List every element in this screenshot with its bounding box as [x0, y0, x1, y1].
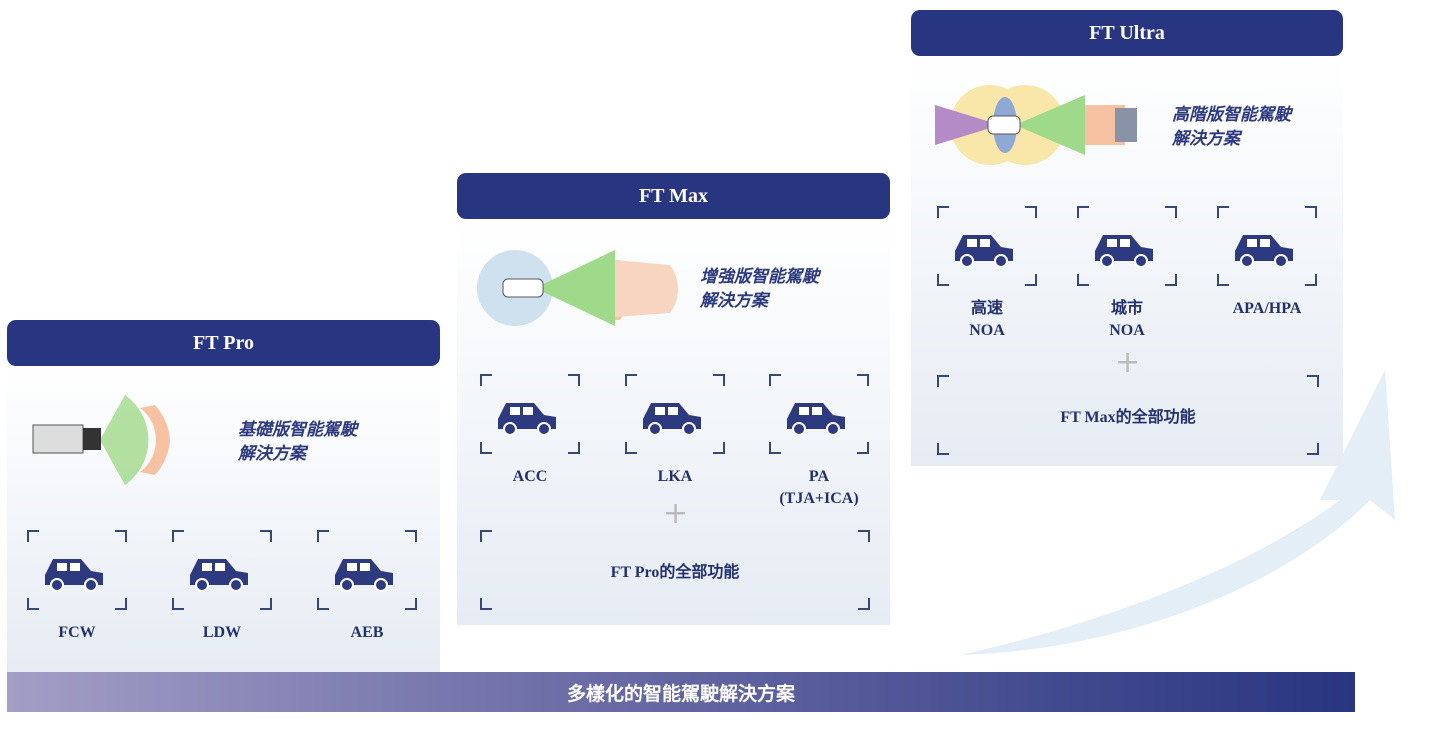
- feature-icon-frame: [172, 530, 272, 610]
- feature-pa: PA (TJA+ICA): [769, 374, 869, 510]
- feature-aeb: AEB: [317, 530, 417, 644]
- feature-label: 高速: [970, 300, 1003, 317]
- feature-fcw: FCW: [27, 530, 127, 644]
- ft-ultra-header: FT Ultra: [911, 10, 1343, 56]
- feature-label: APA/HPA: [1232, 300, 1302, 317]
- feature-sublabel: NOA: [969, 322, 1005, 339]
- feature-icon-frame: [1217, 206, 1317, 286]
- tier-caption: 增強版智能駕駛: [700, 267, 819, 287]
- car-360-sensor-icon: [935, 85, 1137, 165]
- feature-label: PA: [808, 468, 830, 485]
- includes-label: FT Max的全部功能: [1060, 409, 1196, 426]
- tier-caption: 基礎版智能駕駛: [238, 420, 357, 440]
- tier-caption: 解決方案: [238, 444, 306, 464]
- feature-icon-frame: [769, 374, 869, 454]
- truck-sensor-icon: [32, 395, 170, 485]
- feature-apa-hpa: APA/HPA: [1217, 206, 1317, 320]
- feature-sublabel: (TJA+ICA): [779, 490, 859, 507]
- tier-caption: 解決方案: [700, 291, 768, 311]
- feature-icon-frame: [480, 374, 580, 454]
- feature-label: AEB: [350, 624, 384, 641]
- feature-label: LKA: [657, 468, 693, 485]
- feature-label: FCW: [58, 624, 96, 641]
- feature-label: 城市: [1110, 300, 1143, 317]
- feature-label: LDW: [202, 624, 242, 641]
- feature-sublabel: NOA: [1109, 322, 1145, 339]
- ft-pro-panel: [7, 366, 440, 672]
- includes-label: FT Pro的全部功能: [610, 564, 740, 581]
- feature-ldw: LDW: [172, 530, 272, 644]
- feature-icon-frame: [27, 530, 127, 610]
- includes-max-box: FT Max的全部功能: [937, 375, 1319, 455]
- feature-acc: ACC: [480, 374, 580, 488]
- plus-sign: +: [663, 496, 689, 531]
- feature-label: ACC: [512, 468, 548, 485]
- feature-icon-frame: [1077, 206, 1177, 286]
- includes-pro-box: FT Pro的全部功能: [480, 530, 870, 610]
- footer-banner: 多樣化的智能駕駛解決方案: [7, 672, 1355, 712]
- feature-icon-frame: [937, 206, 1037, 286]
- feature--: 城市 NOA: [1077, 206, 1177, 342]
- feature--: 高速 NOA: [937, 206, 1037, 342]
- ft-pro-header: FT Pro: [7, 320, 440, 366]
- feature-icon-frame: [625, 374, 725, 454]
- feature-icon-frame: [317, 530, 417, 610]
- feature-lka: LKA: [625, 374, 725, 488]
- tier-caption: 解決方案: [1172, 129, 1240, 149]
- tier-caption: 高階版智能駕駛: [1172, 105, 1291, 125]
- plus-sign: +: [1115, 345, 1141, 380]
- car-sensor-icon: [477, 250, 678, 326]
- ft-max-header: FT Max: [457, 173, 890, 219]
